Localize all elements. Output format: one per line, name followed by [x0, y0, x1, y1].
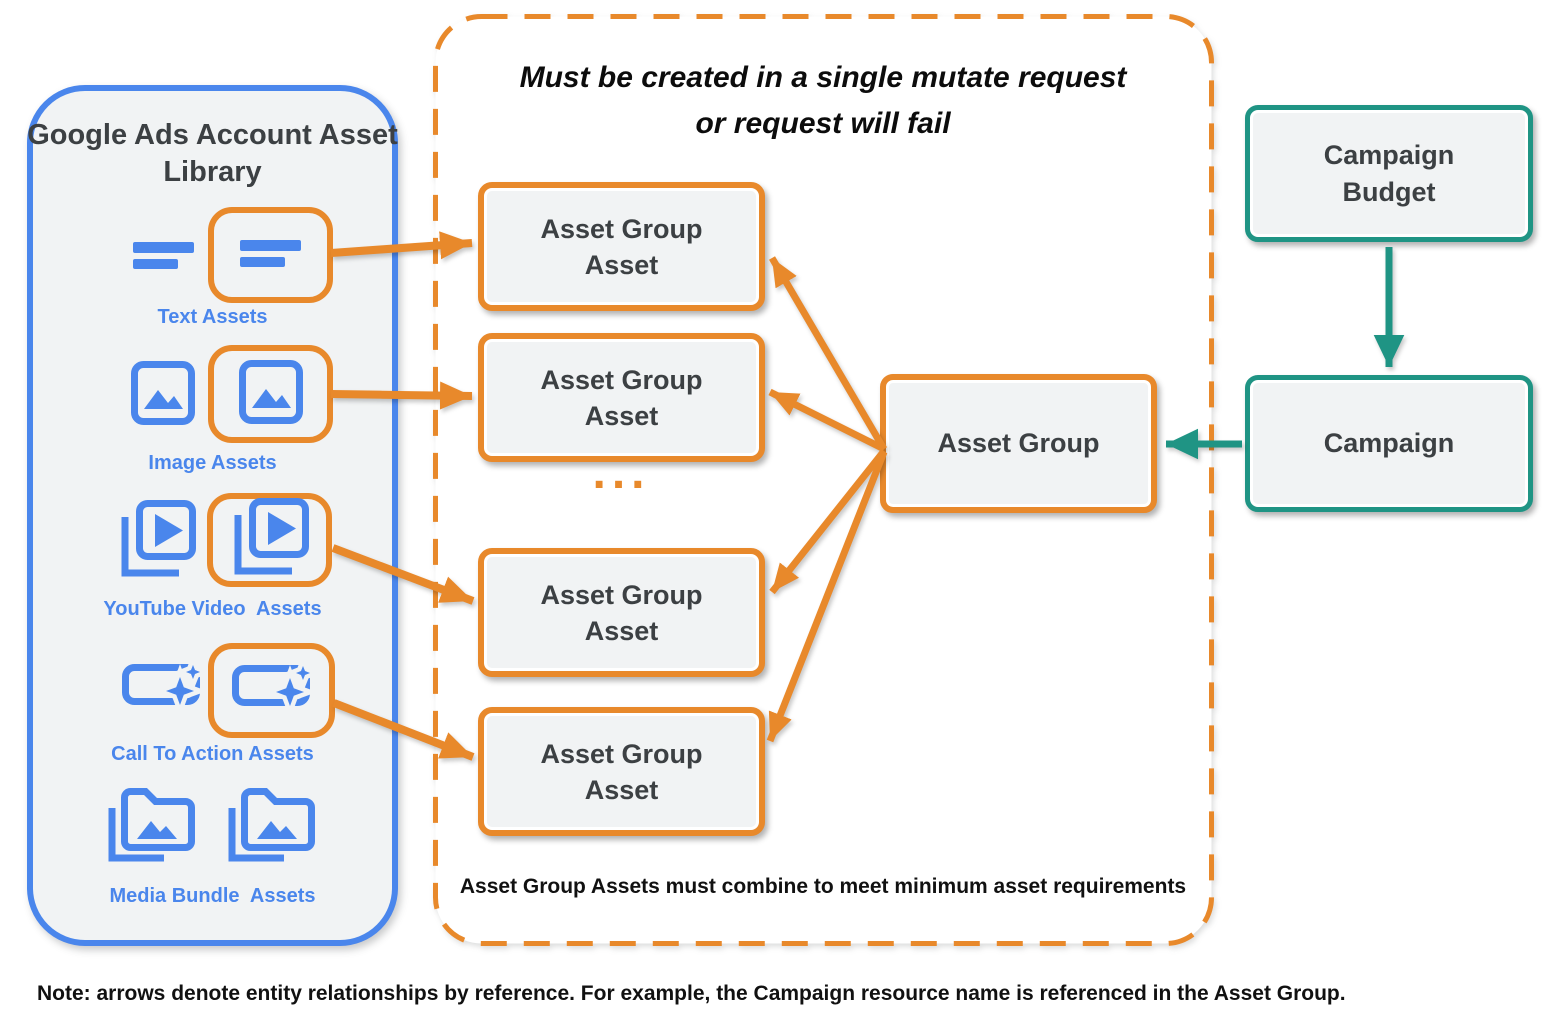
- youtube-video-asset-highlight-box: [207, 493, 332, 587]
- campaign-budget-label: Campaign Budget: [1323, 139, 1455, 207]
- reference-note: Note: arrows denote entity relationships…: [37, 982, 1346, 1005]
- campaign-budget-box: Campaign Budget: [1245, 105, 1533, 242]
- campaign-label: Campaign: [1323, 428, 1455, 458]
- asset-group-box: Asset Group: [880, 374, 1157, 513]
- arrow-asset-group-to-box-4: [766, 450, 888, 743]
- image-asset-icon: [131, 361, 195, 425]
- call-to-action-asset-highlight-box: [208, 643, 335, 738]
- text-asset-icon: [133, 240, 195, 270]
- media-bundle-asset-icon: [104, 788, 197, 868]
- asset-group-asset-box-2: Asset Group Asset: [478, 333, 765, 462]
- asset-group-asset-label: Asset Group Asset: [540, 364, 703, 431]
- text-assets-label: Text Assets: [157, 306, 268, 328]
- youtube-video-asset-icon: [230, 497, 310, 583]
- text-asset-highlight-box: [208, 207, 333, 303]
- image-assets-label: Image Assets: [148, 452, 277, 474]
- call-to-action-asset-icon: [231, 653, 322, 719]
- asset-group-asset-label: Asset Group Asset: [540, 213, 703, 280]
- asset-group-label: Asset Group: [937, 428, 1100, 458]
- image-asset-icon: [238, 359, 303, 429]
- campaign-box: Campaign: [1245, 375, 1533, 512]
- asset-group-asset-box-1: Asset Group Asset: [478, 182, 765, 311]
- youtube-video-assets-label: YouTube Video Assets: [103, 598, 322, 620]
- ellipsis-more-assets: ...: [592, 446, 651, 499]
- asset-group-asset-label: Asset Group Asset: [540, 579, 703, 646]
- mutate-request-title-line2: or request will fail: [695, 107, 951, 140]
- asset-group-asset-box-3: Asset Group Asset: [478, 548, 765, 677]
- call-to-action-asset-icon: [122, 664, 202, 710]
- youtube-video-asset-icon: [117, 500, 197, 580]
- mutate-request-title: Must be created in a single mutate reque…: [433, 55, 1213, 147]
- media-bundle-assets-label: Media Bundle Assets: [109, 885, 316, 907]
- asset-library-title: Google Ads Account Asset Library: [27, 119, 398, 188]
- image-asset-highlight-box: [208, 345, 333, 443]
- arrow-asset-group-to-box-3: [769, 448, 887, 595]
- media-bundle-asset-icon: [224, 788, 317, 868]
- arrow-asset-group-to-box-1: [768, 256, 888, 451]
- call-to-action-assets-label: Call To Action Assets: [111, 743, 314, 765]
- asset-group-asset-box-4: Asset Group Asset: [478, 707, 765, 836]
- mutate-request-title-line1: Must be created in a single mutate reque…: [519, 61, 1127, 94]
- asset-group-asset-label: Asset Group Asset: [540, 738, 703, 805]
- minimum-requirements-footnote: Asset Group Assets must combine to meet …: [459, 875, 1187, 898]
- text-asset-icon: [239, 238, 302, 273]
- arrow-asset-group-to-box-2: [768, 388, 886, 453]
